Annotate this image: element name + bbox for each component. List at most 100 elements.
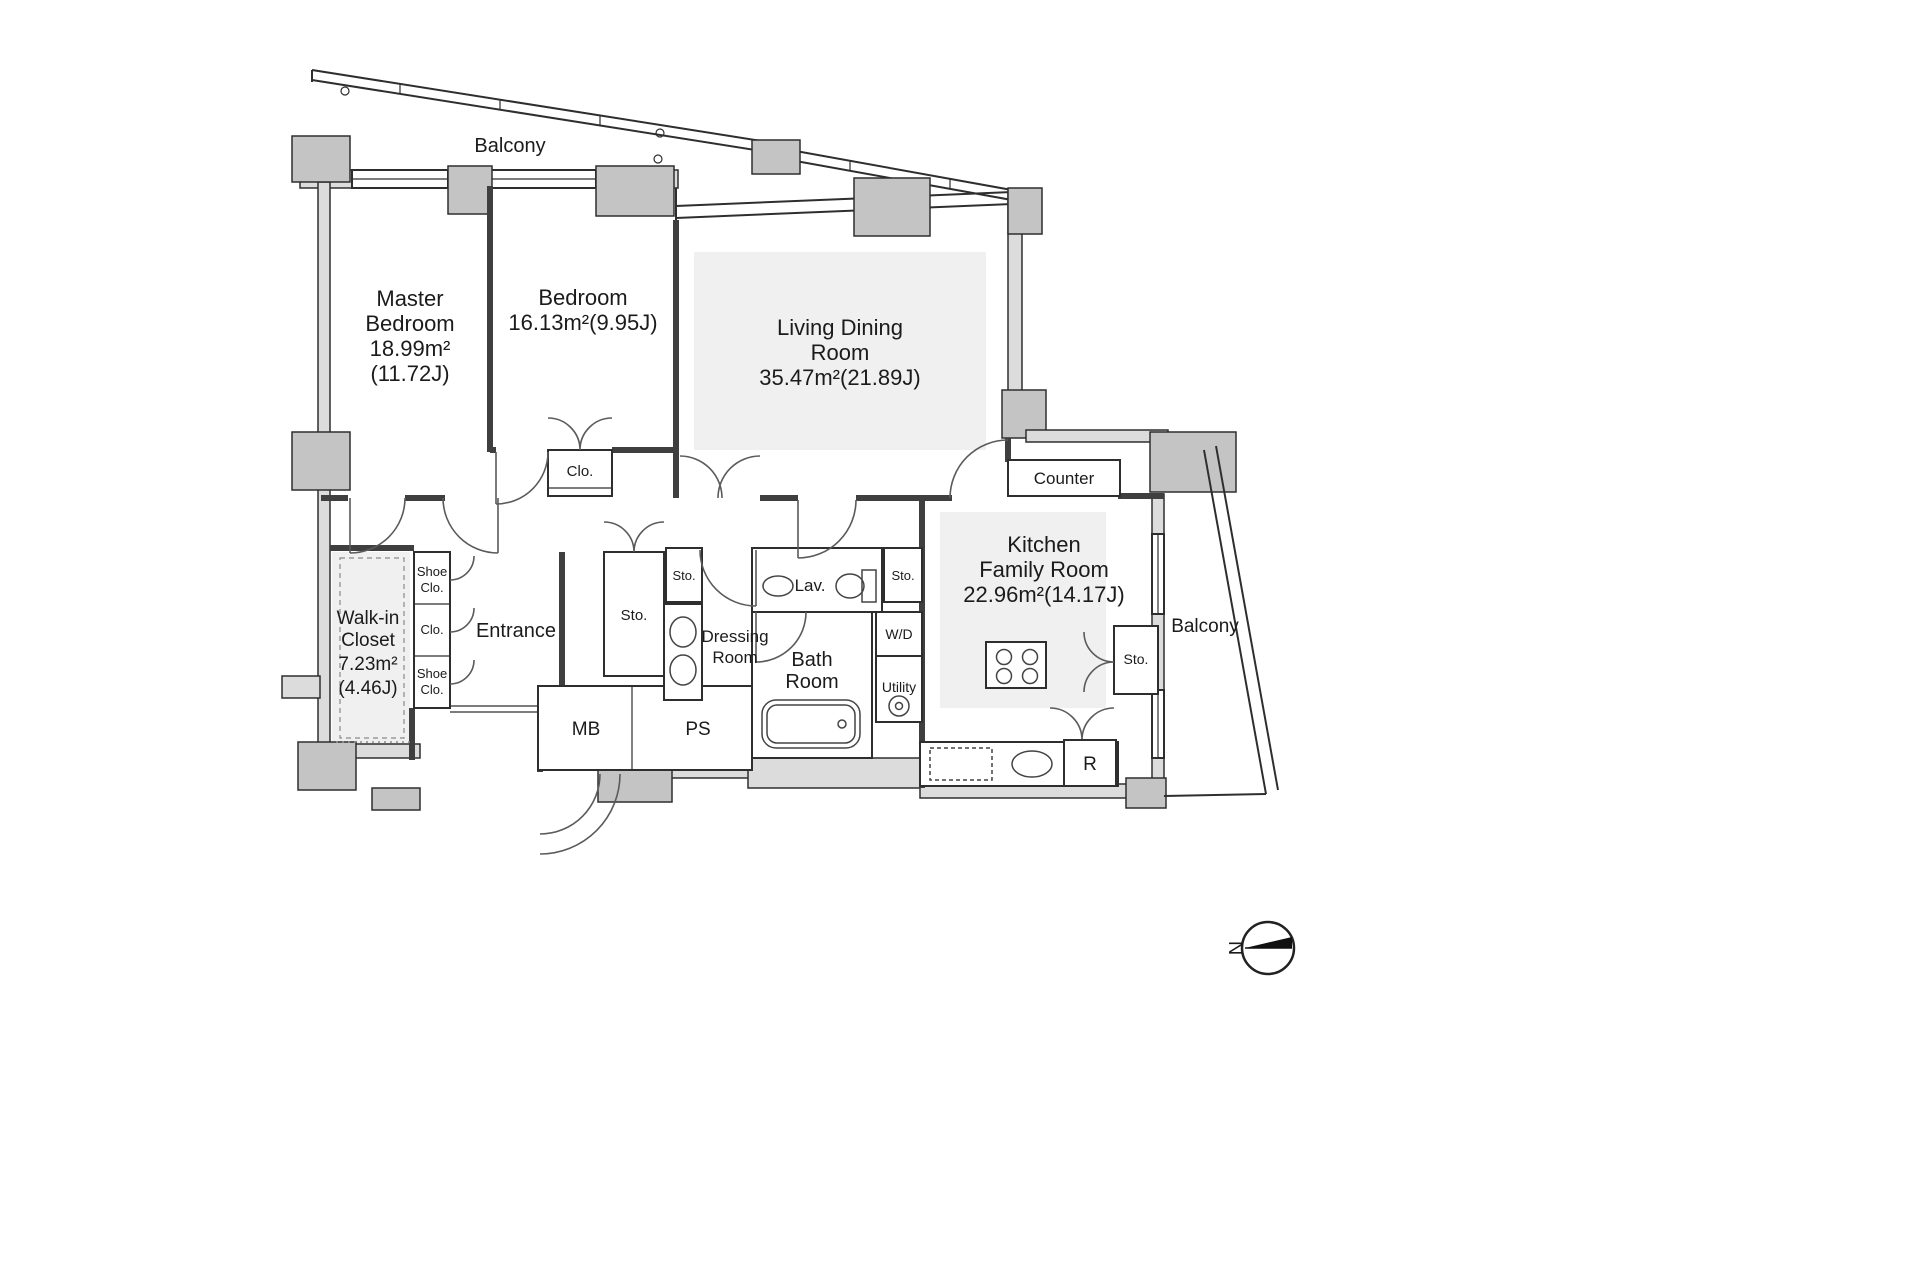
- balcony-right-label: Balcony: [1171, 616, 1239, 637]
- kitchen-label: Kitchen: [1007, 532, 1080, 557]
- utility-sink-drain: [894, 701, 904, 711]
- storage-kitchen-doors: [1083, 631, 1115, 693]
- bedroom-label: Bedroom: [538, 285, 627, 310]
- storage-lavatory-box: [883, 547, 923, 603]
- column-north-right: [595, 165, 675, 217]
- shoe-closet-dividers: [414, 603, 450, 657]
- toilet-tank: [861, 569, 877, 603]
- shoe-closet-column: [413, 551, 451, 709]
- cabinet-boxes: [413, 449, 1159, 771]
- column-ldr-top: [853, 177, 931, 237]
- utility-sink: [888, 695, 910, 717]
- utility-label: Utility: [882, 679, 916, 695]
- dressing-room-label-2: Room: [712, 648, 757, 667]
- entrance-label: Entrance: [476, 620, 556, 642]
- dressing-room-label: Dressing: [701, 627, 768, 646]
- railing-joint: [655, 128, 665, 138]
- entrance-door-swing: [539, 773, 621, 855]
- living-dining-area: 35.47m²(21.89J): [759, 365, 920, 390]
- bath-room-box: [751, 611, 873, 759]
- compass: N: [1226, 920, 1296, 976]
- walk-in-closet-floor: [332, 552, 410, 744]
- balcony-top-label: Balcony: [474, 135, 545, 157]
- small-labels: Clo. Counter Shoe Clo. Clo. Shoe Clo. St…: [417, 463, 1149, 775]
- refrigerator-box: [1063, 739, 1117, 787]
- lavatory-sink: [762, 575, 794, 597]
- washer-dryer-label: W/D: [885, 626, 912, 642]
- refrigerator-label: R: [1083, 754, 1097, 775]
- storage-hall-box: [603, 551, 665, 677]
- wic-jo: (4.46J): [338, 678, 397, 699]
- south-wall-bath: [747, 757, 927, 789]
- basket-2: [669, 654, 697, 686]
- dishwasher: [929, 747, 993, 781]
- bathtub: [761, 699, 861, 749]
- storage-kitchen-label: Sto.: [1124, 651, 1149, 667]
- ldr-window-outer: [675, 191, 1013, 207]
- ldr-double-doors: [679, 455, 761, 499]
- closet-bedroom-label: Clo.: [567, 463, 594, 480]
- shoe-closet-top-label-2: Clo.: [420, 580, 443, 595]
- dressing-shelf: [663, 603, 703, 701]
- compass-north-label: N: [1226, 941, 1248, 955]
- master-bedroom-jo: (11.72J): [370, 361, 449, 386]
- stove-burner: [1021, 667, 1039, 685]
- closet-entrance-label: Clo.: [420, 622, 443, 637]
- wic-label: Walk-in: [337, 608, 400, 629]
- right-railing-inner: [1203, 449, 1267, 795]
- wic-hatch: [339, 557, 405, 739]
- counter-box: [1007, 459, 1121, 497]
- west-notch: [281, 675, 321, 699]
- right-balcony: [1163, 445, 1279, 797]
- counter-label: Counter: [1034, 469, 1095, 488]
- bedroom-door: [495, 451, 549, 505]
- room-labels: Balcony Master Bedroom 18.99m² (11.72J) …: [337, 135, 1240, 699]
- right-railing-outer: [1215, 445, 1279, 791]
- column-ldr-corner: [1007, 187, 1043, 235]
- storage-kitchen-box: [1113, 625, 1159, 695]
- railing-outer-line: [311, 69, 769, 143]
- bath-room-label-2: Room: [785, 671, 838, 693]
- stove-burner: [995, 667, 1013, 685]
- living-dining-label: Living Dining: [777, 315, 903, 340]
- railing-outer-line-2: [767, 145, 1035, 195]
- mb-ps-box: [537, 685, 753, 771]
- storage-hall-doors: [603, 521, 665, 553]
- railing-joint: [653, 154, 663, 164]
- shoe-closet-bottom-label-2: Clo.: [420, 682, 443, 697]
- master-bedroom-label: Master: [376, 286, 443, 311]
- bathtub-drain: [837, 719, 847, 729]
- bath-room-label: Bath: [791, 649, 832, 671]
- master-bedroom-door: [349, 497, 406, 554]
- railing-inner-line: [311, 79, 769, 153]
- kitchen-sink: [1011, 750, 1053, 778]
- toilet-bowl: [835, 573, 865, 599]
- utility-box: [875, 655, 923, 723]
- column-northwest: [291, 135, 351, 183]
- northeast-wall: [1025, 429, 1169, 443]
- kitchen-island: [985, 641, 1047, 689]
- compass-arrow: [1245, 937, 1292, 948]
- right-balcony-bottom: [1163, 793, 1267, 797]
- door-swings: [349, 417, 1115, 855]
- dressing-room-door: [699, 549, 757, 607]
- storage-hall-small-box: [665, 547, 703, 603]
- living-dining-floor: [694, 252, 986, 450]
- bedroom-closet-doors: [547, 417, 613, 451]
- kitchen-counter-doors: [1049, 707, 1115, 741]
- lavatory-box: [751, 547, 883, 613]
- stove-burner: [995, 648, 1013, 666]
- storage-hall-label: Sto.: [621, 607, 648, 624]
- railing-pier: [751, 139, 801, 175]
- column-southeast: [1125, 777, 1167, 809]
- wic-label-2: Closet: [341, 630, 396, 651]
- fixtures: [336, 557, 1119, 787]
- living-dining-label-2: Room: [811, 340, 870, 365]
- kitchen-area: 22.96m²(14.17J): [963, 582, 1124, 607]
- stove-burner: [1021, 648, 1039, 666]
- ldr-kitchen-door: [949, 439, 1009, 499]
- column-southwest: [297, 741, 357, 791]
- bath-room-door: [755, 611, 807, 663]
